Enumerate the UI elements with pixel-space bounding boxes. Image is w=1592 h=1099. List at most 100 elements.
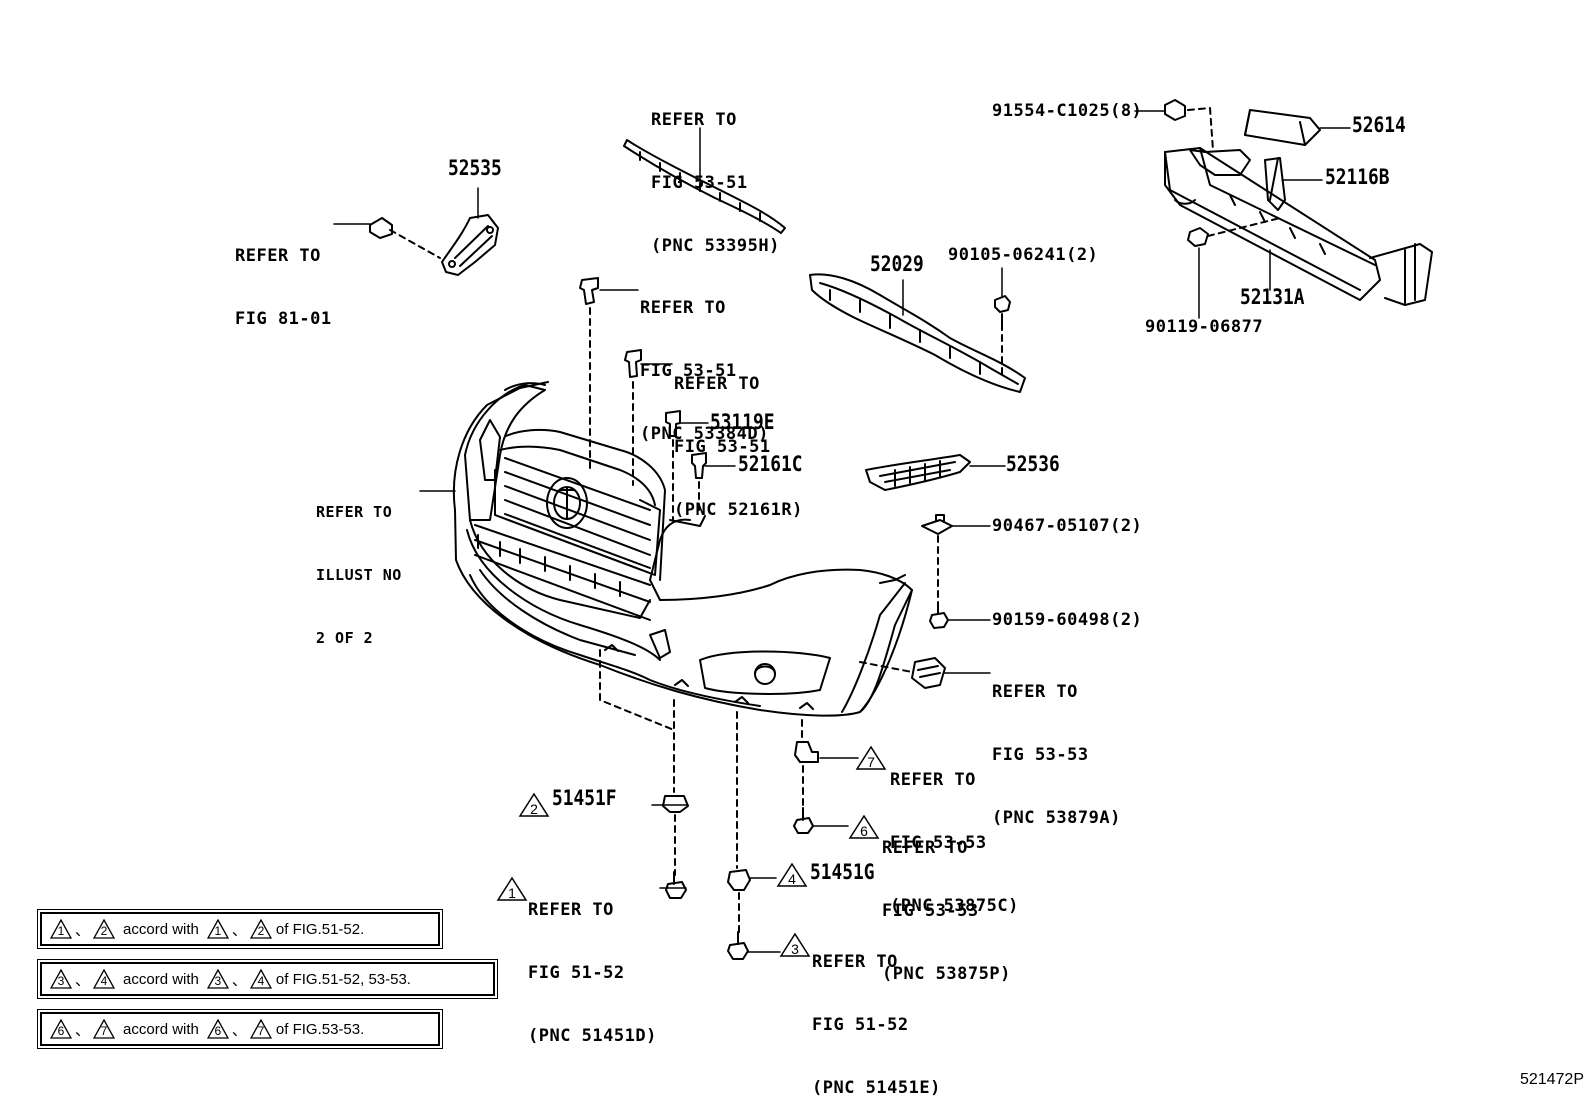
part-number-52161C: 52161C <box>738 452 803 476</box>
badge-number: 3 <box>791 941 799 957</box>
callout-line: REFER TO <box>812 952 898 972</box>
triangle-icon <box>50 919 72 939</box>
part-number-51451G: 51451G <box>810 860 875 884</box>
callout-line: (PNC 51451D) <box>528 1026 657 1046</box>
refer-illust-2-of-2: REFER TO ILLUST NO 2 OF 2 <box>316 460 402 691</box>
callout-line: (PNC 53384D) <box>640 424 769 444</box>
note-badge-3: 3 <box>779 932 811 958</box>
note-triangle-b-ref: 7 <box>249 1019 272 1039</box>
note-text: accord with <box>123 970 199 988</box>
absorber-52029-drawing <box>809 273 1026 393</box>
triangle-icon <box>93 969 116 989</box>
bracket-52536-drawing <box>865 454 971 491</box>
note-row-1-2: 1 、 2 accord with 1 、 2 of FIG.51-52. <box>37 909 443 949</box>
note-text: accord with <box>123 1020 199 1038</box>
refer-fig-53-51-clip: REFER TO FIG 53-51 (PNC 53384D) <box>640 256 769 487</box>
note-number: 2 <box>100 924 108 938</box>
note-text: accord with <box>123 920 199 938</box>
molding-drawing <box>623 139 786 234</box>
part-number-52535: 52535 <box>448 156 502 180</box>
note-number: 6 <box>57 1024 65 1038</box>
note-suffix: of FIG.51-52, 53-53. <box>275 970 411 988</box>
callout-line: (PNC 53395H) <box>651 236 780 256</box>
callout-line: ILLUST NO <box>316 566 402 584</box>
note-number: 3 <box>214 974 222 988</box>
note-badge-1: 1 <box>496 876 528 902</box>
diagram-id: 521472P <box>1519 1071 1584 1088</box>
callout-line: REFER TO <box>528 900 614 920</box>
triangle-icon <box>848 814 880 839</box>
note-triangle-a-ref: 3 <box>206 969 229 989</box>
note-separator: 、 <box>75 971 91 989</box>
callout-line: REFER TO <box>890 770 976 790</box>
part-number-90119-06877: 90119-06877 <box>1145 317 1264 337</box>
note-triangle-b: 4 <box>93 969 116 989</box>
note-number: 7 <box>257 1024 265 1038</box>
callout-line: FIG 51-52 <box>528 963 625 983</box>
fasteners-drawing <box>579 277 1011 960</box>
bracket-52535-drawing <box>369 214 499 276</box>
callout-line: REFER TO <box>235 246 321 266</box>
part-number-52029: 52029 <box>870 252 924 276</box>
part-number-90159-60498: 90159-60498(2) <box>992 610 1143 630</box>
badge-number: 6 <box>860 823 868 839</box>
note-number: 2 <box>257 924 265 938</box>
triangle-icon <box>50 1019 72 1039</box>
triangle-icon <box>50 969 72 989</box>
callout-line: FIG 53-53 <box>890 833 987 853</box>
part-number-52614: 52614 <box>1352 113 1406 137</box>
triangle-icon <box>776 862 808 887</box>
triangle-icon <box>779 932 811 957</box>
callout-line: FIG 81-01 <box>235 309 332 329</box>
part-number-53119E: 53119E <box>710 410 775 434</box>
badge-number: 4 <box>788 871 796 887</box>
refer-fig-53-53-screw: REFER TO FIG 53-53 (PNC 53875P) <box>882 796 1011 1027</box>
note-suffix: of FIG.51-52. <box>275 920 365 938</box>
callout-line: FIG 53-51 <box>640 361 737 381</box>
note-row-6-7: 6 、 7 accord with 6 、 7 of FIG.53-53. <box>37 1009 443 1049</box>
callout-line: (PNC 51451E) <box>812 1078 941 1098</box>
note-triangle-b-ref: 4 <box>249 969 272 989</box>
triangle-icon <box>93 919 116 939</box>
note-separator: 、 <box>75 1021 91 1039</box>
leader-lines <box>333 110 1351 953</box>
triangle-icon <box>249 919 272 939</box>
callout-line: REFER TO <box>316 503 393 521</box>
callout-line: (PNC 53875P) <box>882 964 1011 984</box>
callout-line: (PNC 53879A) <box>992 808 1121 828</box>
note-triangle-b: 7 <box>93 1019 116 1039</box>
triangle-icon <box>206 1019 229 1039</box>
refer-fig-81-01: REFER TO FIG 81-01 <box>235 204 332 372</box>
note-badge-7: 7 <box>855 745 887 771</box>
note-number: 4 <box>100 974 108 988</box>
callout-line: FIG 53-51 <box>674 437 771 457</box>
refer-fig-53-51-molding: REFER TO FIG 53-51 (PNC 53395H) <box>651 68 780 299</box>
note-number: 1 <box>57 924 65 938</box>
triangle-icon <box>249 1019 272 1039</box>
note-number: 6 <box>214 1024 222 1038</box>
note-triangle-b-ref: 2 <box>249 919 272 939</box>
triangle-icon <box>93 1019 116 1039</box>
callout-line: REFER TO <box>882 838 968 858</box>
callout-line: REFER TO <box>640 298 726 318</box>
part-number-52116B: 52116B <box>1325 165 1390 189</box>
note-separator: 、 <box>75 921 91 939</box>
part-number-52131A: 52131A <box>1240 285 1305 309</box>
note-separator: 、 <box>231 971 247 989</box>
triangle-icon <box>206 919 229 939</box>
refer-fig-53-53-bracket: REFER TO FIG 53-53 (PNC 53875C) <box>890 728 1019 959</box>
part-number-51451F: 51451F <box>552 786 617 810</box>
callout-line: FIG 51-52 <box>812 1015 909 1035</box>
refer-fig-53-53-lamp: REFER TO FIG 53-53 (PNC 53879A) <box>992 640 1121 871</box>
triangle-icon <box>518 792 550 817</box>
note-separator: 、 <box>231 921 247 939</box>
note-suffix: of FIG.53-53. <box>275 1020 365 1038</box>
refer-fig-51-52-screw: REFER TO FIG 51-52 (PNC 51451E) <box>812 910 941 1099</box>
part-number-90467-05107: 90467-05107(2) <box>992 516 1143 536</box>
note-number: 4 <box>257 974 265 988</box>
note-badge-2: 2 <box>518 792 550 818</box>
refer-fig-51-52-bolt: REFER TO FIG 51-52 (PNC 51451D) <box>528 858 657 1089</box>
note-triangle-b: 2 <box>93 919 116 939</box>
